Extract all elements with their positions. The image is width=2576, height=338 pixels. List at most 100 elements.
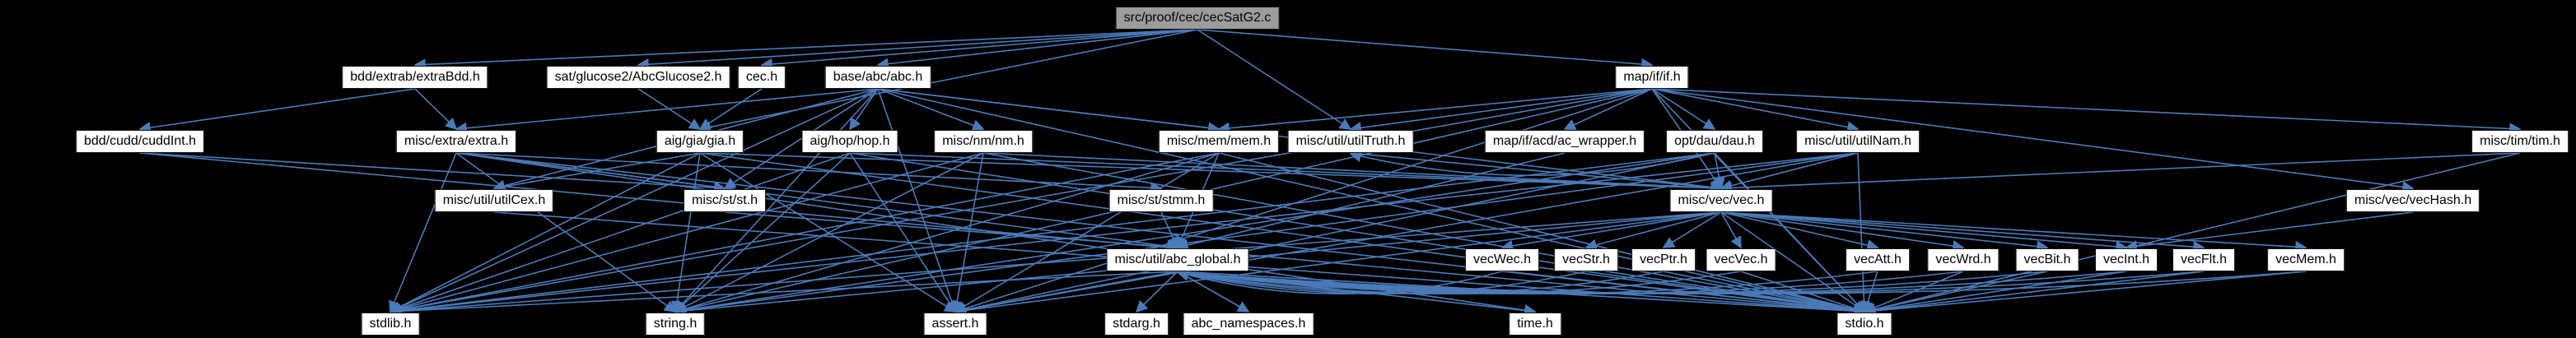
- edge-utiltruth-vec: [1350, 152, 1723, 193]
- edge-root-if: [1197, 29, 1654, 71]
- graph-node-glucose2[interactable]: sat/glucose2/AbcGlucose2.h: [546, 66, 730, 89]
- graph-node-stdarg[interactable]: stdarg.h: [1104, 313, 1169, 336]
- edge-vec-stdlib: [389, 211, 1722, 317]
- graph-node-vecatt[interactable]: vecAtt.h: [1846, 248, 1910, 271]
- edge-abcglobal-stdio: [1177, 271, 1866, 317]
- edge-utilnam-assert: [954, 152, 1859, 316]
- edge-gia-utilcex: [492, 152, 701, 192]
- edge-tim-stdio: [1863, 152, 2521, 315]
- edge-vecbit-stdio: [1863, 271, 2048, 316]
- edge-abc-mem: [877, 88, 1220, 134]
- graph-node-vecptr[interactable]: vecPtr.h: [1631, 248, 1696, 271]
- graph-node-assert[interactable]: assert.h: [923, 313, 987, 336]
- edge-vec-stdio: [1720, 211, 1866, 313]
- edge-root-extrabdd: [413, 29, 1198, 71]
- edge-if-utilnam: [1651, 88, 1860, 133]
- edge-utilnam-string: [674, 152, 1859, 317]
- edge-cec-gia: [698, 88, 763, 130]
- edge-vec-vecatt: [1720, 211, 1879, 252]
- edge-dau-stdlib: [389, 152, 1715, 317]
- graph-node-abc[interactable]: base/abc/abc.h: [824, 66, 931, 89]
- edge-extra-abcglobal: [455, 152, 1179, 252]
- graph-node-extra[interactable]: misc/extra/extra.h: [395, 130, 517, 153]
- graph-node-abcglobal[interactable]: misc/util/abc_global.h: [1106, 248, 1249, 271]
- edge-vec-assert: [954, 211, 1722, 317]
- edge-root-utiltruth: [1197, 29, 1352, 130]
- graph-node-utilnam[interactable]: misc/util/utilNam.h: [1796, 130, 1920, 153]
- edge-dau-assert: [954, 152, 1715, 316]
- graph-node-vecint[interactable]: vecInt.h: [2094, 248, 2158, 271]
- graph-node-mem[interactable]: misc/mem/mem.h: [1158, 130, 1280, 153]
- edge-abc-stdlib: [389, 88, 879, 313]
- edge-if-vechash: [1651, 88, 2415, 193]
- graph-node-stdlib[interactable]: stdlib.h: [361, 313, 420, 336]
- edge-vec-vecwec: [1500, 211, 1722, 252]
- edge-extrabdd-cuddint: [138, 88, 416, 134]
- edge-extra-stdlib: [389, 152, 457, 313]
- graph-node-stdio[interactable]: stdio.h: [1836, 313, 1892, 336]
- edge-vechash-vecint: [2125, 211, 2414, 252]
- edge-root-cec: [760, 29, 1198, 71]
- edge-vec-vecint: [1720, 211, 2128, 253]
- graph-node-string[interactable]: string.h: [645, 313, 706, 336]
- edge-abc-st: [723, 88, 879, 189]
- edge-cuddint-st: [139, 152, 726, 194]
- graph-node-vec[interactable]: misc/vec/vec.h: [1669, 189, 1773, 212]
- edge-mem-assert: [954, 152, 1220, 313]
- edge-abcglobal-stdlib: [389, 271, 1178, 317]
- edge-vec-vecvec: [1720, 211, 1742, 249]
- graph-node-gia[interactable]: aig/gia/gia.h: [656, 130, 744, 153]
- graph-node-vecvec[interactable]: vecVec.h: [1706, 248, 1776, 271]
- edge-st-abcglobal: [724, 211, 1179, 253]
- graph-node-acwrapper[interactable]: map/if/acd/ac_wrapper.h: [1484, 130, 1645, 153]
- edge-vec-vecbit: [1720, 211, 2049, 252]
- graph-node-extrabdd[interactable]: bdd/extrab/extraBdd.h: [342, 66, 488, 89]
- graph-node-st[interactable]: misc/st/st.h: [683, 189, 767, 212]
- edge-tim-vec: [1720, 152, 2521, 194]
- graph-node-tim[interactable]: misc/tim/tim.h: [2471, 130, 2569, 153]
- edge-extra-stmm: [455, 152, 1163, 194]
- graph-node-vecbit[interactable]: vecBit.h: [2015, 248, 2079, 271]
- edge-if-acwrapper: [1563, 88, 1653, 131]
- edge-hop-stdlib: [389, 152, 851, 314]
- edge-if-utiltruth: [1349, 88, 1653, 134]
- graph-node-time[interactable]: time.h: [1509, 313, 1561, 336]
- edge-abcglobal-time: [1177, 271, 1537, 317]
- edge-mem-stdlib: [389, 152, 1220, 316]
- edge-gia-stdio: [699, 152, 1866, 317]
- graph-node-nm[interactable]: misc/nm/nm.h: [934, 130, 1033, 153]
- edge-abc-nm: [877, 88, 985, 132]
- edge-nm-string: [674, 152, 984, 313]
- graph-node-vecwrd[interactable]: vecWrd.h: [1927, 248, 2000, 271]
- edge-vec-vecstr: [1584, 211, 1722, 251]
- graph-node-cuddint[interactable]: bdd/cudd/cuddInt.h: [75, 130, 205, 153]
- graph-node-cec[interactable]: cec.h: [737, 66, 786, 89]
- graph-node-vecflt[interactable]: vecFlt.h: [2172, 248, 2236, 271]
- edge-vec-vecmem: [1720, 211, 2308, 253]
- edge-vecvec-abcglobal: [1176, 267, 1742, 295]
- graph-node-stmm[interactable]: misc/st/stmm.h: [1108, 189, 1214, 212]
- edge-dau-utiltruth: [1349, 150, 1715, 177]
- edge-cuddint-stdio: [139, 152, 1866, 317]
- graph-node-vecstr[interactable]: vecStr.h: [1554, 248, 1618, 271]
- graph-node-vecwec[interactable]: vecWec.h: [1465, 248, 1539, 271]
- graph-node-hop[interactable]: aig/hop/hop.h: [801, 130, 898, 153]
- edge-utilnam-vec: [1720, 152, 1859, 192]
- graph-node-dau[interactable]: opt/dau/dau.h: [1666, 130, 1763, 153]
- edge-if-dau: [1651, 88, 1716, 130]
- graph-node-vechash[interactable]: misc/vec/vecHash.h: [2345, 189, 2480, 212]
- edge-dau-stdio: [1714, 152, 1866, 313]
- edge-stmm-abcglobal: [1160, 211, 1179, 249]
- edge-utilnam-stdlib: [389, 152, 1859, 317]
- edge-abcglobal-abcns: [1177, 271, 1250, 313]
- graph-node-abcns[interactable]: abc_namespaces.h: [1183, 313, 1314, 336]
- graph-node-if[interactable]: map/if/if.h: [1615, 66, 1689, 89]
- edge-dau-string: [674, 152, 1715, 317]
- edge-nm-vec: [982, 152, 1723, 194]
- edge-vecint-stdio: [1863, 271, 2127, 317]
- edge-root-abc: [876, 29, 1198, 70]
- graph-node-utiltruth[interactable]: misc/util/utilTruth.h: [1287, 130, 1414, 153]
- graph-node-vecmem[interactable]: vecMem.h: [2267, 248, 2345, 271]
- graph-node-utilcex[interactable]: misc/util/utilCex.h: [434, 189, 554, 212]
